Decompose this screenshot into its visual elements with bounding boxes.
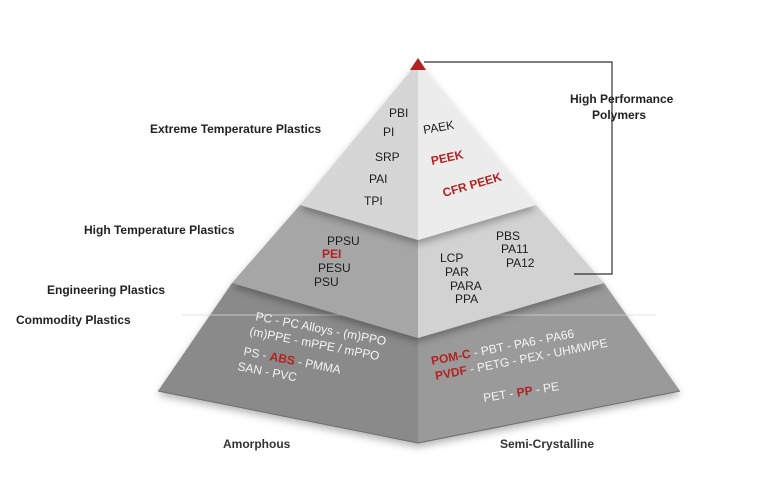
list-item: PBI xyxy=(389,106,408,120)
high-performance-label-line1: High Performance xyxy=(570,92,674,106)
tier2-left-face xyxy=(232,205,418,338)
apex-marker xyxy=(410,58,426,70)
tier3-right-face xyxy=(418,283,680,443)
list-item: PBS xyxy=(496,229,520,243)
high-temperature-label: High Temperature Plastics xyxy=(84,223,235,237)
tier3-left-face xyxy=(158,283,418,443)
list-item-highlight: ABS xyxy=(269,349,297,368)
tier-engineering-commodity xyxy=(158,283,680,443)
list-item: PAEK xyxy=(422,118,455,137)
tier2-right-face xyxy=(418,205,604,338)
commodity-right-list: PET - PP - PE xyxy=(482,379,560,405)
engineering-plastics-label: Engineering Plastics xyxy=(47,283,165,297)
high-performance-bracket xyxy=(424,61,613,275)
amorphous-label: Amorphous xyxy=(223,437,291,451)
list-item: PSU xyxy=(314,275,339,289)
list-item-highlight: PVDF xyxy=(434,363,468,383)
list-item-highlight: PEI xyxy=(322,247,341,261)
list-item-highlight: PP xyxy=(516,383,534,399)
extreme-temperature-label: Extreme Temperature Plastics xyxy=(150,122,322,136)
list-item: PAI xyxy=(369,172,387,186)
list-item: PPA xyxy=(455,292,478,306)
commodity-plastics-label: Commodity Plastics xyxy=(16,313,131,327)
tier-high-temperature xyxy=(232,205,604,338)
list-item: PPSU xyxy=(327,234,360,248)
list-item: LCP xyxy=(440,251,463,265)
list-item: PA12 xyxy=(506,256,535,270)
tier1-right-face xyxy=(418,62,536,240)
list-item: PI xyxy=(383,125,394,139)
list-item: PA11 xyxy=(501,242,529,256)
high-left-list: PPSU PEI PESU PSU xyxy=(314,234,360,289)
tier-extreme-temperature xyxy=(300,62,536,240)
high-right-list: LCP PAR PARA PPA PBS PA11 PA12 xyxy=(440,229,535,306)
tier1-left-face xyxy=(300,62,418,240)
tier3-front-bevel xyxy=(157,390,681,444)
list-item: PESU xyxy=(318,261,351,275)
extreme-left-list: PBI PI SRP PAI TPI xyxy=(364,106,408,208)
semi-crystalline-label: Semi-Crystalline xyxy=(500,437,594,451)
list-item: SRP xyxy=(375,150,400,164)
high-performance-label-line2: Polymers xyxy=(592,108,646,122)
list-item: TPI xyxy=(364,194,383,208)
list-item: PARA xyxy=(450,279,482,293)
list-item: PAR xyxy=(445,265,469,279)
list-item-highlight: PEEK xyxy=(430,147,465,168)
